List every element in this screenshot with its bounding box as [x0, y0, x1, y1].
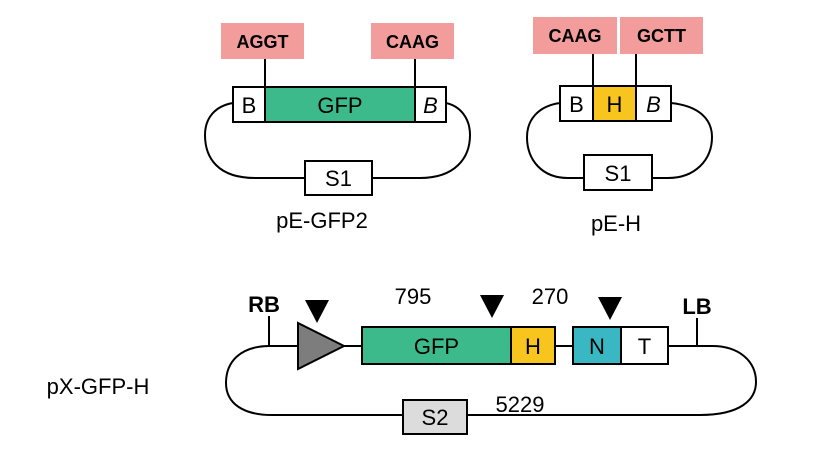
backbone-loop: [203, 102, 472, 179]
plasmid-px-gfp-h: RB LB 795 270 5229 GFP H N T S2 pX-GFP-H: [47, 284, 758, 435]
marker-label: S1: [605, 161, 632, 186]
right-border-label: RB: [248, 292, 280, 317]
overhang-tag: [620, 17, 703, 54]
segment-label: N: [589, 334, 605, 359]
marker-s2: [402, 399, 468, 435]
left-border-label: LB: [682, 294, 711, 319]
segment-t: [620, 326, 669, 365]
segment-h: [510, 326, 556, 365]
cut-site-triangle-icon: [480, 295, 504, 318]
segment-label: B: [242, 93, 257, 118]
segment-b-right: [635, 85, 672, 122]
marker-s1: [583, 154, 653, 191]
plasmid-name: pX-GFP-H: [47, 374, 150, 399]
overhang-label: GCTT: [637, 26, 686, 46]
size-label: 270: [532, 284, 569, 309]
plasmid-pe-h: CAAG GCTT B H B S1 pE-H: [525, 17, 714, 236]
overhang-tag: [221, 23, 304, 59]
segment-b-right: [414, 86, 447, 123]
backbone-loop: [224, 345, 758, 416]
segment-label: GFP: [317, 93, 362, 118]
segment-gfp: [264, 86, 416, 123]
marker-label: S1: [325, 166, 352, 191]
plasmid-name: pE-H: [591, 211, 641, 236]
segment-label: T: [638, 334, 651, 359]
overhang-tag: [533, 17, 617, 54]
overhang-label: AGGT: [237, 32, 289, 52]
segment-label: B: [646, 92, 661, 117]
overhang-label: CAAG: [386, 32, 439, 52]
segment-label: B: [423, 93, 438, 118]
promoter-triangle-icon: [297, 321, 347, 371]
marker-label: S2: [422, 405, 449, 430]
overhang-label: CAAG: [549, 26, 602, 46]
plasmid-pe-gfp2: AGGT CAAG B GFP B S1 pE-GFP2: [203, 23, 472, 233]
cut-site-triangle-icon: [305, 300, 329, 323]
segment-label: GFP: [414, 334, 459, 359]
cut-site-triangle-icon: [598, 297, 622, 320]
segment-label: H: [525, 334, 541, 359]
segment-label: H: [607, 92, 623, 117]
marker-s1: [304, 160, 373, 196]
size-label: 5229: [496, 392, 545, 417]
segment-n: [572, 326, 622, 365]
segment-label: B: [569, 92, 584, 117]
size-label: 795: [395, 284, 432, 309]
backbone-loop: [525, 102, 714, 179]
overhang-tag: [371, 23, 454, 59]
plasmid-name: pE-GFP2: [276, 208, 368, 233]
